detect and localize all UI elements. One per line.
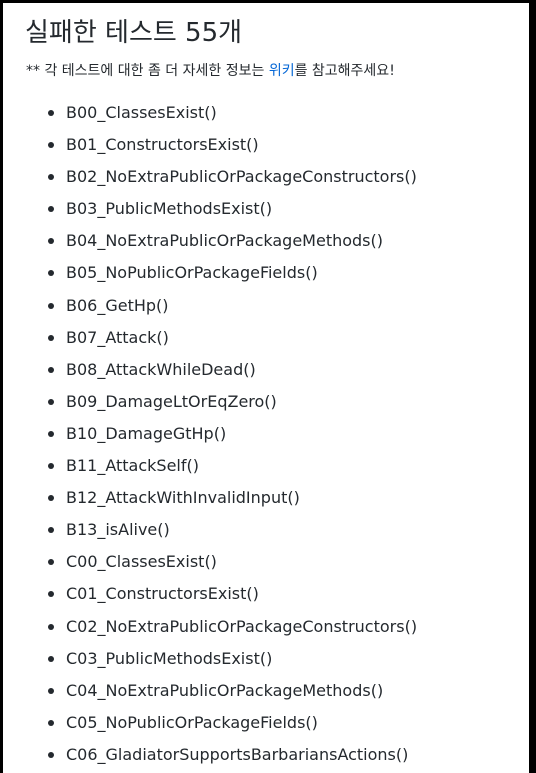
bullet-icon [48,174,54,181]
bullet-icon [48,751,54,758]
list-item: B04_NoExtraPublicOrPackageMethods() [3,225,417,257]
test-name: B04_NoExtraPublicOrPackageMethods() [66,231,383,251]
bullet-icon [48,463,54,470]
list-item: B10_DamageGtHp() [3,418,417,450]
test-name: B06_GetHp() [66,295,169,315]
bullet-icon [48,655,54,662]
wiki-note: ** 각 테스트에 대한 좀 더 자세한 정보는 위키를 참고해주세요! [26,61,395,81]
content-panel: 실패한 테스트 55개 ** 각 테스트에 대한 좀 더 자세한 정보는 위키를… [3,3,529,773]
test-name: B09_DamageLtOrEqZero() [66,391,277,411]
list-item: B00_ClassesExist() [3,97,417,129]
test-name: B01_ConstructorsExist() [66,135,259,155]
test-name: B11_AttackSelf() [66,456,199,476]
list-item: B12_AttackWithInvalidInput() [3,482,417,514]
bullet-icon [48,527,54,534]
test-name: C04_NoExtraPublicOrPackageMethods() [66,680,384,700]
bullet-icon [48,719,54,726]
list-item: C00_ClassesExist() [3,546,417,578]
test-name: B08_AttackWhileDead() [66,359,256,379]
test-name: C06_GladiatorSupportsBarbariansActions() [66,744,409,764]
bullet-icon [48,302,54,309]
list-item: B13_isAlive() [3,514,417,546]
bullet-icon [48,623,54,630]
list-item: C01_ConstructorsExist() [3,578,417,610]
bullet-icon [48,206,54,213]
test-name: C02_NoExtraPublicOrPackageConstructors() [66,616,418,636]
list-item: C06_GladiatorSupportsBarbariansActions() [3,739,417,771]
test-name: B03_PublicMethodsExist() [66,199,273,219]
test-name: C03_PublicMethodsExist() [66,648,273,668]
failed-test-list: B00_ClassesExist() B01_ConstructorsExist(… [3,97,417,771]
list-item: C05_NoPublicOrPackageFields() [3,707,417,739]
page-title: 실패한 테스트 55개 [25,18,243,48]
test-name: B12_AttackWithInvalidInput() [66,488,300,508]
bullet-icon [48,238,54,245]
note-suffix: 를 참고해주세요! [294,63,395,79]
list-item: B11_AttackSelf() [3,450,417,482]
test-name: B05_NoPublicOrPackageFields() [66,263,318,283]
bullet-icon [48,398,54,405]
wiki-link[interactable]: 위키 [268,63,295,79]
bullet-icon [48,270,54,277]
list-item: B07_Attack() [3,322,417,354]
test-name: B10_DamageGtHp() [66,423,227,443]
bullet-icon [48,142,54,149]
test-name: C00_ClassesExist() [66,552,217,572]
list-item: B01_ConstructorsExist() [3,129,417,161]
list-item: B03_PublicMethodsExist() [3,193,417,225]
list-item: B08_AttackWhileDead() [3,354,417,386]
bullet-icon [48,591,54,598]
test-name: B13_isAlive() [66,520,170,540]
bullet-icon [48,430,54,437]
test-name: C05_NoPublicOrPackageFields() [66,712,318,732]
bullet-icon [48,366,54,373]
list-item: C02_NoExtraPublicOrPackageConstructors() [3,611,417,643]
bullet-icon [48,110,54,116]
list-item: C04_NoExtraPublicOrPackageMethods() [3,675,417,707]
list-item: B09_DamageLtOrEqZero() [3,386,417,418]
list-item: B02_NoExtraPublicOrPackageConstructors() [3,161,417,193]
bullet-icon [48,687,54,694]
test-name: B07_Attack() [66,327,169,347]
test-name: B00_ClassesExist() [66,103,217,122]
list-item: C03_PublicMethodsExist() [3,643,417,675]
bullet-icon [48,334,54,341]
list-item: B06_GetHp() [3,290,417,322]
bullet-icon [48,559,54,566]
bullet-icon [48,495,54,502]
test-name: B02_NoExtraPublicOrPackageConstructors() [66,167,417,187]
test-name: C01_ConstructorsExist() [66,584,259,604]
note-prefix: ** 각 테스트에 대한 좀 더 자세한 정보는 [26,63,269,79]
list-item: B05_NoPublicOrPackageFields() [3,257,417,289]
